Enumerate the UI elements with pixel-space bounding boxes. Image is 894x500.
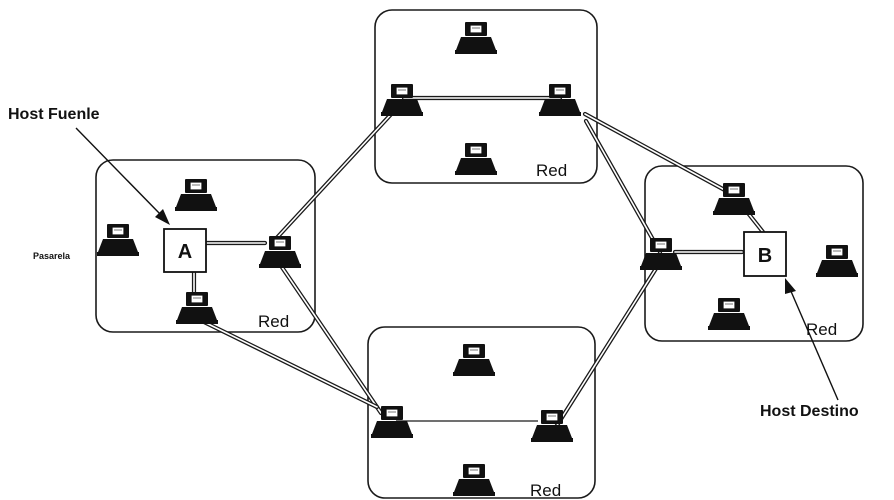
network-top-label: Red (536, 161, 567, 180)
link-pc-to-bottom (197, 317, 380, 410)
computer-icon (452, 343, 496, 377)
computer-icon (454, 21, 498, 55)
computer-icon (452, 463, 496, 497)
host-b: B (743, 231, 787, 277)
network-right-label: Red (806, 320, 837, 339)
link-bottom-to-right (553, 264, 660, 430)
network-box-top (374, 9, 598, 184)
computer-icon (530, 409, 574, 443)
host-a: A (163, 228, 207, 273)
link-left-to-top (269, 107, 398, 246)
host-source-label: Host Fuenle (8, 106, 100, 123)
computer-icon (175, 291, 219, 325)
host-b-label: B (758, 245, 772, 267)
computer-icon (815, 244, 859, 278)
network-box-bottom (367, 326, 596, 499)
gateway-label: Pasarela (33, 251, 71, 261)
host-a-label: A (178, 241, 192, 263)
computer-icon (258, 235, 302, 269)
link-top-to-right (582, 111, 735, 197)
computer-icon (639, 237, 683, 271)
host-source-arrow (75, 127, 170, 225)
computer-icon (380, 83, 424, 117)
host-destination-label: Host Destino (760, 403, 859, 420)
network-box-right (644, 165, 864, 342)
computer-icon (96, 223, 140, 257)
link-left-to-bottom (272, 254, 384, 416)
computer-icon (707, 297, 751, 331)
network-box-left (95, 159, 316, 333)
computer-icon (174, 178, 218, 212)
computer-icon (538, 83, 582, 117)
computer-icon (454, 142, 498, 176)
host-destination-arrow (785, 278, 839, 401)
network-left-label: Red (258, 312, 289, 331)
link-top-to-right-gateway (583, 118, 663, 255)
network-bottom-label: Red (530, 481, 561, 500)
